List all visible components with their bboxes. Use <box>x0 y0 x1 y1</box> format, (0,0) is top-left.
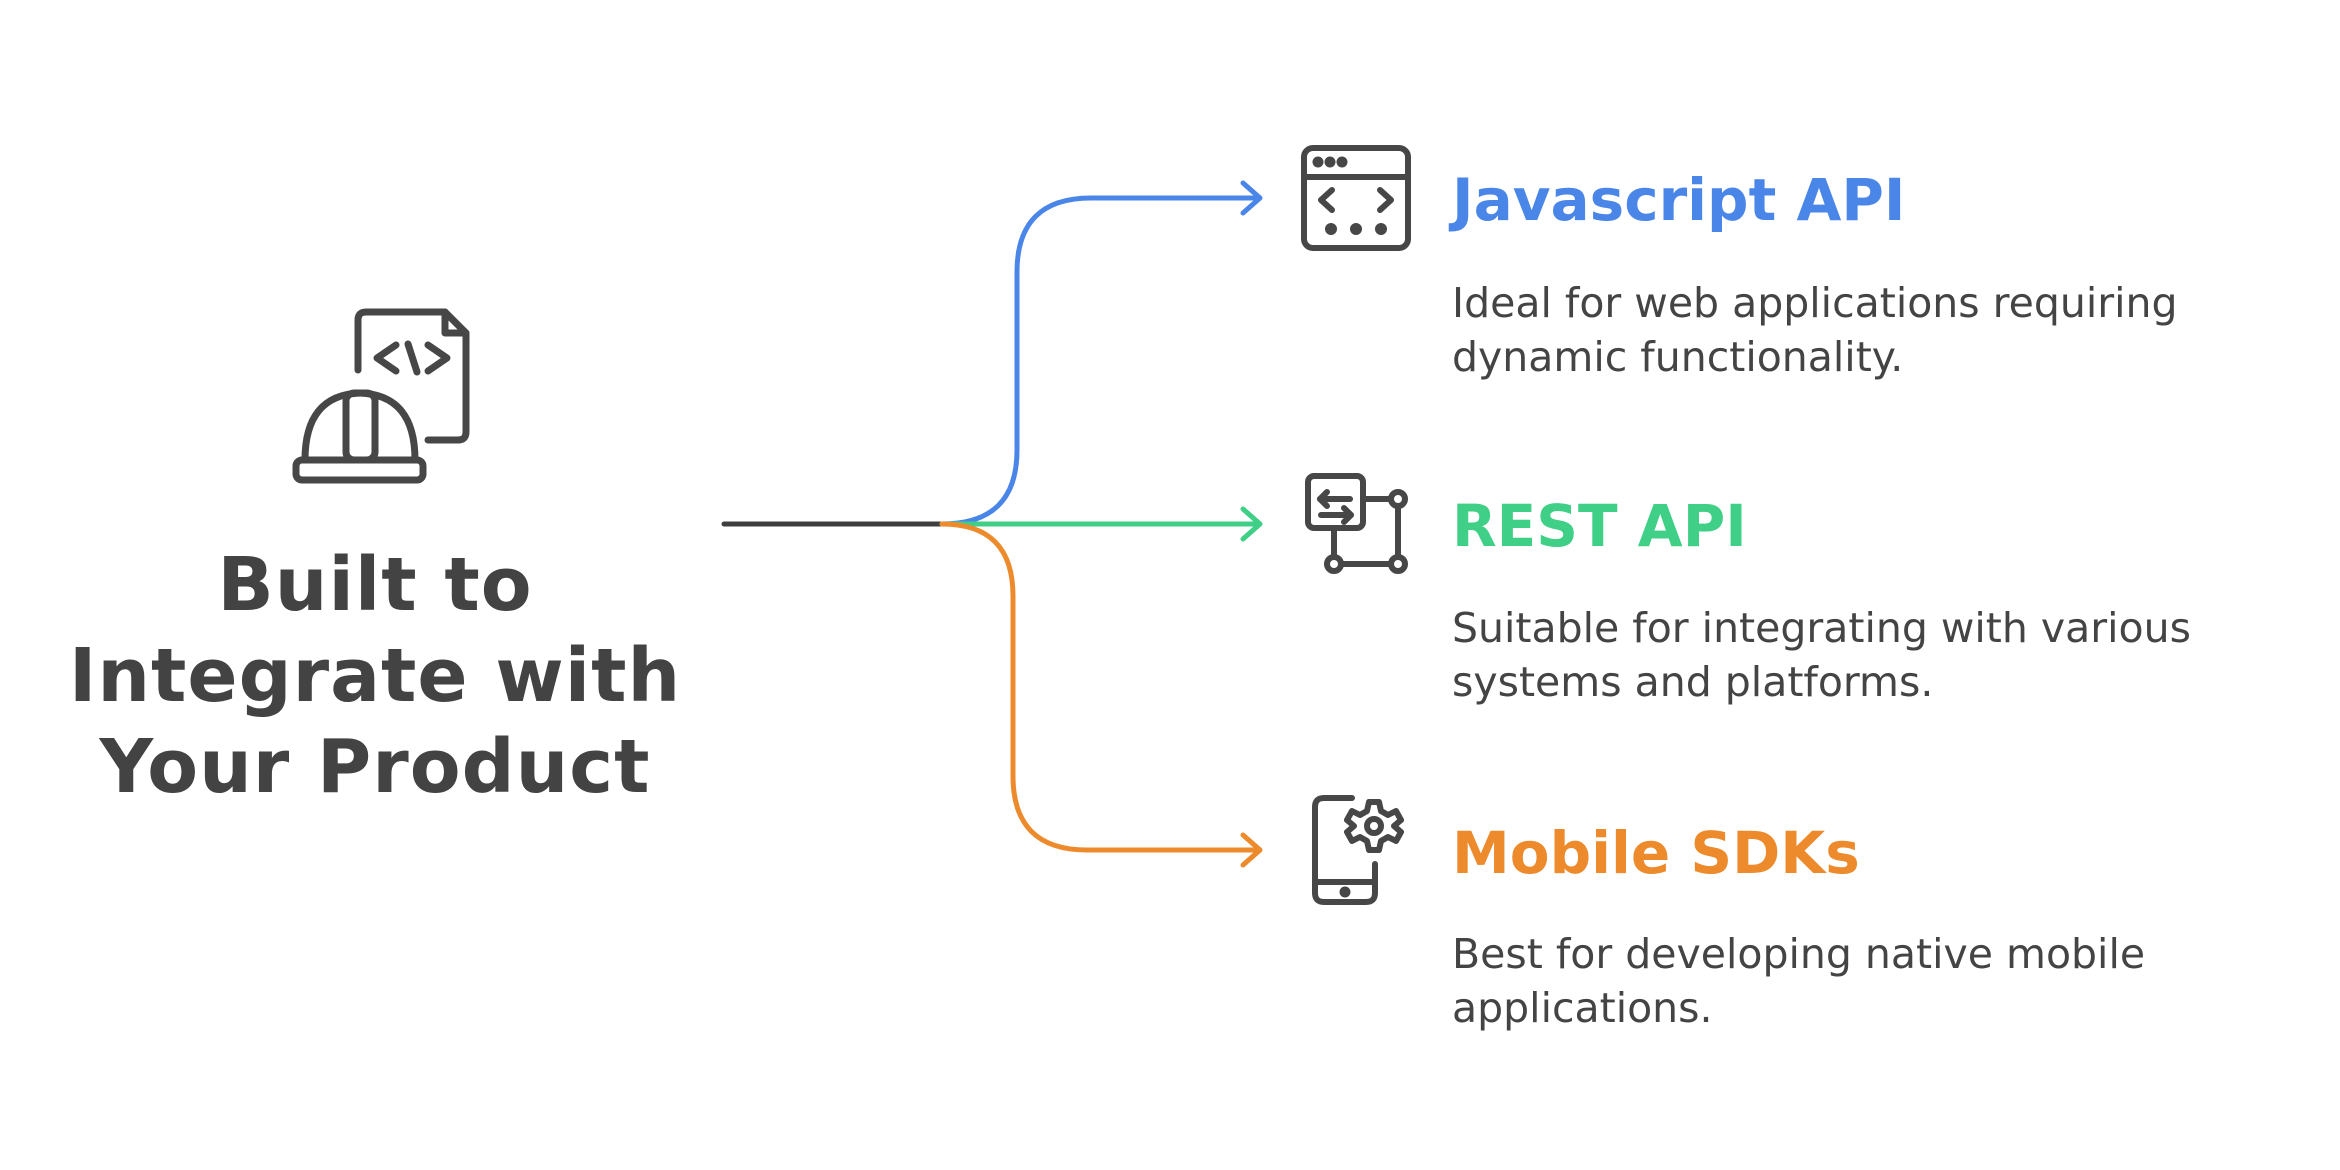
mobile-gear-icon <box>1312 795 1404 905</box>
arrowhead-mobile-sdks <box>1240 832 1263 868</box>
api-network-icon <box>1305 473 1408 574</box>
branch-description-javascript-api: Ideal for web applications requiring dyn… <box>1452 279 2178 381</box>
branch-description-mobile-sdks: Best for developing native mobile applic… <box>1452 930 2146 1032</box>
main-title: Built to Integrate with Your Product <box>68 542 682 810</box>
branch-title-mobile-sdks: Mobile SDKs <box>1452 819 1860 887</box>
branch-title-rest-api: REST API <box>1452 492 1747 560</box>
branch-title-javascript-api: Javascript API <box>1452 166 1906 234</box>
connectors <box>721 180 1263 868</box>
connector-javascript-api <box>939 195 1261 527</box>
connector-mobile-sdks <box>939 521 1261 853</box>
browser-code-window-icon <box>1301 145 1411 251</box>
branch-description-rest-api: Suitable for integrating with various sy… <box>1452 604 2191 706</box>
developer-hat-code-icon <box>292 308 470 484</box>
arrowhead-javascript-api <box>1240 180 1263 216</box>
arrowhead-rest-api <box>1240 506 1263 542</box>
